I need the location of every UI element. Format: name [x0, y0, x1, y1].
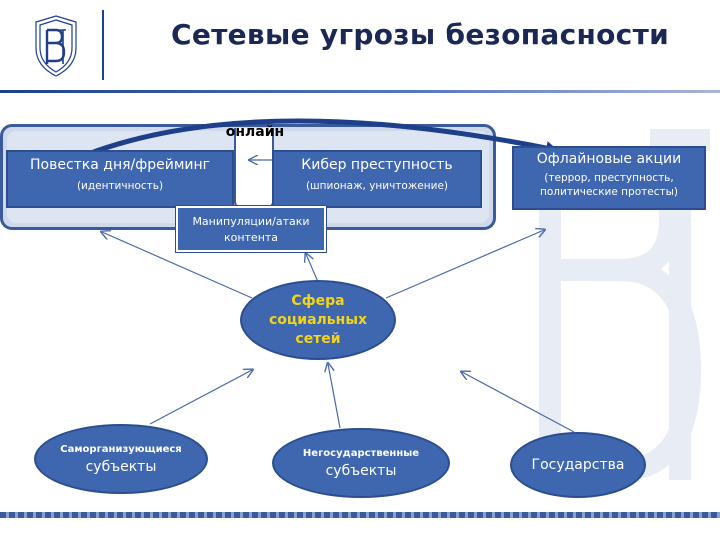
offline-actions-sub: (террор, преступность, политические прот… — [540, 172, 678, 198]
self-org-line1: Саморганизующиеся — [60, 443, 182, 455]
states-to-center-arrow — [462, 372, 575, 433]
online-label: онлайн — [225, 124, 285, 140]
non-state-line1: Негосударственные — [302, 447, 420, 459]
non-state-to-center-arrow — [328, 364, 341, 429]
states-label: Государства — [531, 457, 625, 473]
social-media-sphere-ellipse: Сфера социальных сетей — [240, 280, 396, 360]
agenda-framing-sub: (идентичность) — [76, 180, 164, 192]
center-to-offline-arrow — [385, 230, 544, 299]
offline-link-arrow — [87, 118, 558, 157]
non-state-actors-ellipse: Негосударственные субъекты — [272, 428, 450, 498]
social-media-sphere-label: Сфера социальных сетей — [268, 292, 368, 347]
header-divider — [102, 10, 104, 80]
states-ellipse: Государства — [510, 432, 646, 498]
footer-stripe — [0, 512, 720, 518]
self-org-line2: субъекты — [85, 458, 157, 475]
cyber-crime-label: Кибер преступность — [301, 157, 453, 173]
university-logo-icon — [35, 15, 77, 77]
agenda-framing-label: Повестка дня/фрейминг — [29, 157, 210, 173]
cyber-crime-box: Кибер преступность (шпионаж, уничтожение… — [272, 150, 482, 208]
slide-title: Сетевые угрозы безопасности — [170, 18, 670, 51]
slide-header: Сетевые угрозы безопасности — [0, 0, 720, 93]
self-org-actors-ellipse: Саморганизующиеся субъекты — [34, 424, 208, 494]
center-to-manip-arrow — [306, 254, 319, 283]
center-to-agenda-arrow — [102, 232, 253, 299]
header-rule — [0, 90, 720, 93]
content-manipulation-box: Манипуляции/атаки контента — [175, 205, 327, 253]
offline-actions-box: Офлайновые акции (террор, преступность, … — [512, 146, 706, 210]
non-state-line2: субъекты — [325, 462, 397, 479]
self-org-to-center-arrow — [149, 370, 252, 425]
offline-actions-label: Офлайновые акции — [536, 151, 682, 167]
cyber-crime-sub: (шпионаж, уничтожение) — [305, 180, 449, 192]
agenda-framing-box: Повестка дня/фрейминг (идентичность) — [6, 150, 234, 208]
